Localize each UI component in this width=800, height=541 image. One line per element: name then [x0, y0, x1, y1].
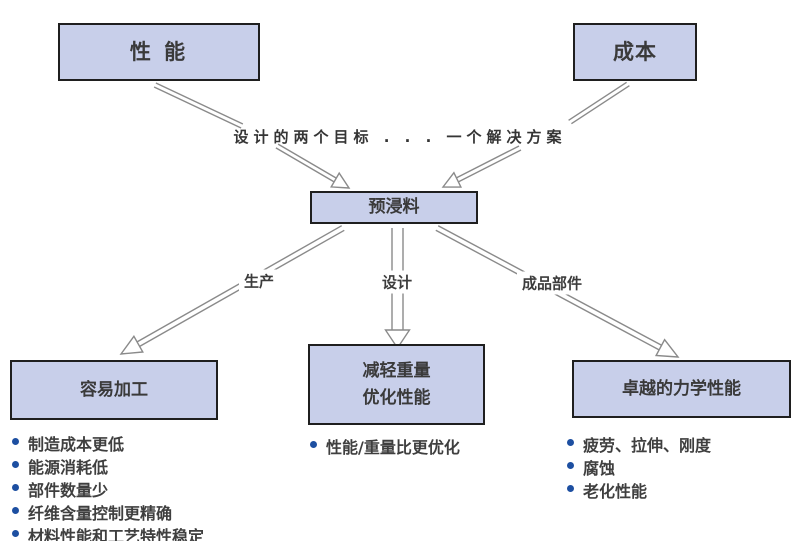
branch-label-finished-parts: 成品部件 [516, 271, 588, 295]
list-item-text: 老化性能 [583, 482, 648, 501]
list-item: 疲劳、拉伸、刚度 [565, 432, 711, 455]
bullet-dot-icon [12, 507, 19, 514]
branch-label-production: 生产 [238, 269, 280, 293]
branch-label-design: 设计 [376, 270, 418, 294]
arrow-performance-to-caption [153, 82, 244, 129]
performance-box-label: 性 能 [129, 39, 189, 64]
list-item-text: 疲劳、拉伸、刚度 [583, 436, 712, 455]
arrow-prepreg-to-easy [119, 225, 345, 355]
list-item-text: 纤维含量控制更精确 [28, 504, 173, 523]
caption-two-goals-one-solution: 设计的两个目标 . . . 一个解决方案 [233, 128, 567, 146]
bullet-dot-icon [567, 439, 574, 446]
prepreg-box: 预浸料 [310, 191, 478, 224]
bullet-dot-icon [310, 441, 317, 448]
weight-optimize-box-line2: 优化性能 [362, 387, 431, 408]
easy-processing-bullet-list: 制造成本更低 能源消耗低 部件数量少 纤维含量控制更精确 材料性能和工艺特性稳定 [10, 431, 204, 541]
list-item-text: 能源消耗低 [28, 458, 109, 477]
mechanical-box: 卓越的力学性能 [572, 360, 791, 418]
cost-box: 成本 [573, 23, 697, 81]
list-item: 能源消耗低 [10, 454, 204, 477]
list-item-text: 腐蚀 [583, 459, 616, 478]
performance-box: 性 能 [58, 23, 260, 81]
easy-processing-box-label: 容易加工 [80, 379, 148, 400]
bullet-dot-icon [12, 438, 19, 445]
list-item: 材料性能和工艺特性稳定 [10, 523, 204, 541]
list-item: 纤维含量控制更精确 [10, 500, 204, 523]
bullet-dot-icon [567, 485, 574, 492]
list-item: 性能/重量比更优化 [308, 434, 460, 457]
arrow-cost-to-caption [568, 81, 630, 125]
list-item: 制造成本更低 [10, 431, 204, 454]
mechanical-box-label: 卓越的力学性能 [622, 378, 741, 399]
list-item-text: 部件数量少 [28, 481, 109, 500]
list-item-text: 材料性能和工艺特性稳定 [28, 527, 205, 541]
easy-processing-box: 容易加工 [10, 360, 218, 420]
weight-optimize-box: 减轻重量 优化性能 [308, 344, 485, 425]
bullet-dot-icon [567, 462, 574, 469]
list-item-text: 性能/重量比更优化 [326, 438, 460, 457]
cost-box-label: 成本 [613, 39, 657, 64]
prepreg-box-label: 预浸料 [368, 197, 420, 218]
weight-optimize-bullet-list: 性能/重量比更优化 [308, 434, 460, 457]
arrow-caption-to-prepreg-right [441, 145, 522, 188]
list-item: 部件数量少 [10, 477, 204, 500]
list-item: 老化性能 [565, 478, 711, 501]
bullet-dot-icon [12, 484, 19, 491]
bullet-dot-icon [12, 530, 19, 537]
list-item-text: 制造成本更低 [28, 435, 125, 454]
bullet-dot-icon [12, 461, 19, 468]
weight-optimize-box-line1: 减轻重量 [362, 361, 431, 382]
arrow-caption-to-prepreg-left [275, 143, 351, 189]
list-item: 腐蚀 [565, 455, 711, 478]
mechanical-bullet-list: 疲劳、拉伸、刚度 腐蚀 老化性能 [565, 432, 711, 501]
